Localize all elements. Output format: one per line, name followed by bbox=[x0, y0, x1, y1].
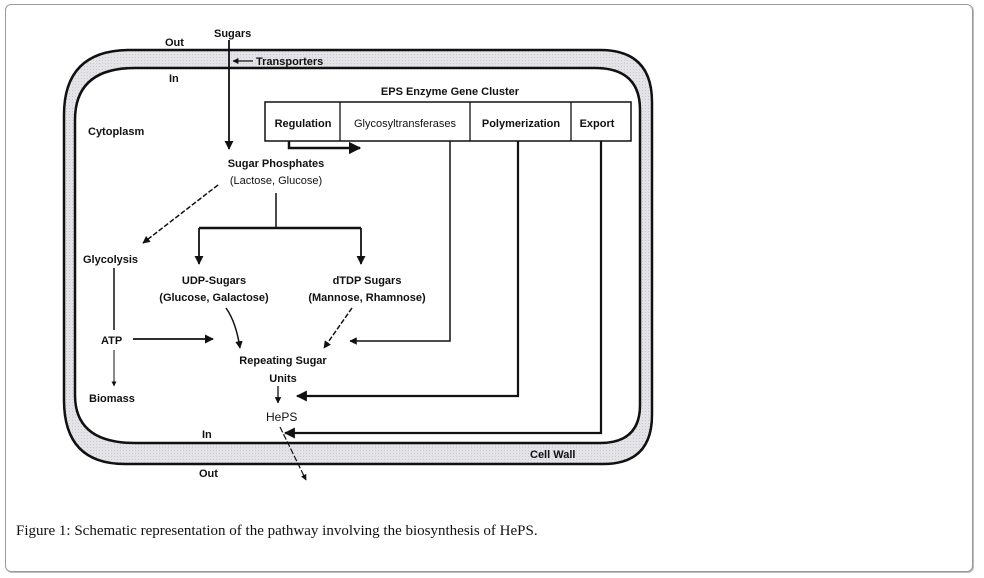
gene-glycosyltransferases: Glycosyltransferases bbox=[354, 118, 457, 130]
gene-cluster-title: EPS Enzyme Gene Cluster bbox=[381, 86, 520, 98]
export-arrow bbox=[283, 141, 603, 439]
inside-top-label: In bbox=[169, 73, 179, 85]
polymerization-arrow bbox=[295, 141, 520, 402]
gene-cluster-box bbox=[264, 101, 632, 142]
glycolysis-label: Glycolysis bbox=[83, 254, 138, 266]
biomass-label: Biomass bbox=[89, 393, 135, 405]
dtdp-sugars-sub: (Mannose, Rhamnose) bbox=[308, 292, 426, 304]
heps-label: HePS bbox=[266, 410, 297, 424]
udp-sugars-sub: (Glucose, Galactose) bbox=[159, 292, 269, 304]
gene-polymerization: Polymerization bbox=[482, 118, 561, 130]
repeating-units-label-2: Units bbox=[269, 373, 297, 385]
branch-arrows bbox=[194, 193, 366, 265]
to-glycolysis-arrow bbox=[142, 184, 219, 244]
dtdp-to-repeating-arrow bbox=[323, 307, 353, 349]
caption-prefix: Figure 1: bbox=[16, 523, 71, 539]
udp-sugars-label: UDP-Sugars bbox=[182, 275, 246, 287]
glycosyltransferases-arrow bbox=[349, 141, 451, 345]
figure-caption: Figure 1: Schematic representation of th… bbox=[16, 523, 538, 540]
gene-regulation: Regulation bbox=[275, 118, 332, 130]
repeating-units-label-1: Repeating Sugar bbox=[239, 355, 327, 367]
sugar-phosphates-sub: (Lactose, Glucose) bbox=[230, 175, 322, 187]
gene-export: Export bbox=[580, 118, 615, 130]
sugar-phosphates-label: Sugar Phosphates bbox=[228, 158, 325, 170]
atp-label: ATP bbox=[101, 335, 122, 347]
sugars-label: Sugars bbox=[214, 28, 251, 40]
heps-export-arrow bbox=[279, 426, 307, 481]
udp-to-repeating-arrow bbox=[225, 307, 243, 349]
regulation-arrow bbox=[287, 141, 362, 155]
outside-top-label: Out bbox=[165, 37, 184, 49]
outside-bottom-label: Out bbox=[199, 468, 218, 480]
dtdp-sugars-label: dTDP Sugars bbox=[333, 275, 402, 287]
transporters-label: Transporters bbox=[256, 56, 323, 68]
inside-bottom-label: In bbox=[202, 429, 212, 441]
caption-text: Schematic representation of the pathway … bbox=[70, 523, 538, 539]
cell-wall-label: Cell Wall bbox=[530, 449, 575, 461]
cytoplasm-label: Cytoplasm bbox=[88, 126, 144, 138]
